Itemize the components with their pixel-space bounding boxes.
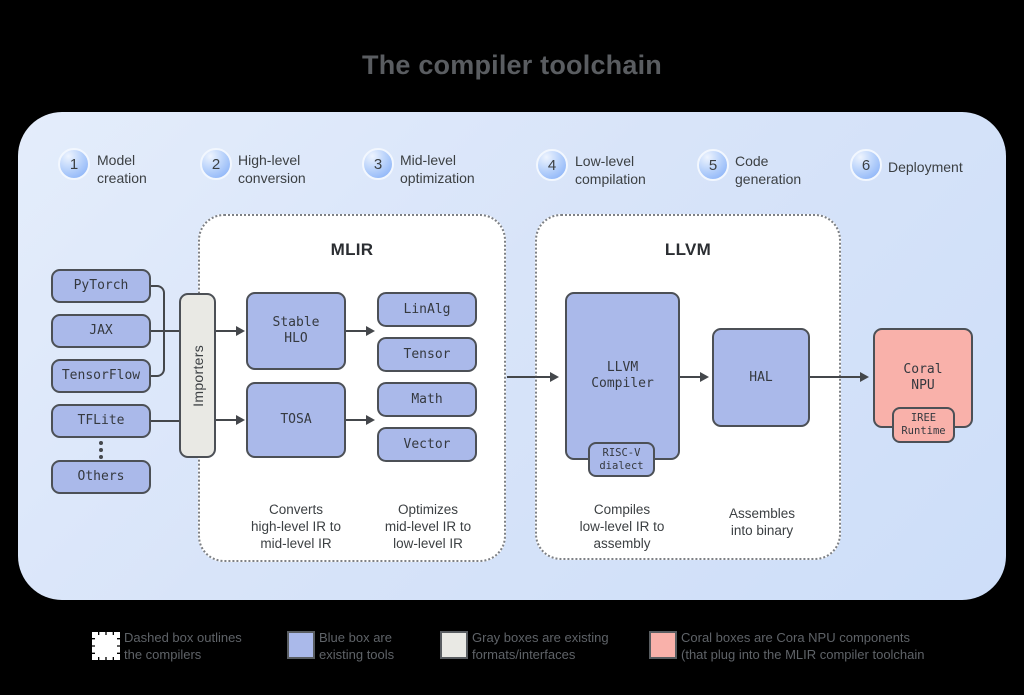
source-box-tflite: TFLite xyxy=(51,404,151,438)
dialect-box-linalg: LinAlg xyxy=(377,292,477,327)
legend-label-coral: Coral boxes are Cora NPU components (tha… xyxy=(681,630,925,662)
step-5-badge: 5 xyxy=(697,149,729,181)
mlir-caption-converts: Converts high-level IR to mid-level IR xyxy=(250,502,342,551)
stablehlo-to-dialects-arrowhead xyxy=(366,326,375,336)
riscv-dialect-box: RISC-V dialect xyxy=(588,442,655,477)
ellipsis-dot xyxy=(99,455,103,459)
step-6-label: Deployment xyxy=(888,159,963,175)
legend-swatch-dashed xyxy=(92,632,120,660)
tflite-to-importers-line xyxy=(151,420,179,422)
compiler-to-hal-arrowhead xyxy=(700,372,709,382)
dialect-box-math: Math xyxy=(377,382,477,417)
mlir-title: MLIR xyxy=(330,240,374,259)
importers-to-stablehlo-arrowhead xyxy=(236,326,245,336)
llvm-title: LLVM xyxy=(664,240,712,259)
llvm-caption-assembles: Assembles into binary xyxy=(728,506,796,538)
importers-to-tosa-arrowhead xyxy=(236,415,245,425)
mlir-caption-optimizes: Optimizes mid-level IR to low-level IR xyxy=(384,502,472,551)
page-title: The compiler toolchain xyxy=(362,50,662,80)
legend-swatch-gray xyxy=(440,631,468,659)
llvm-compiler-box: LLVM Compiler xyxy=(565,292,680,460)
dialect-box-tensor: Tensor xyxy=(377,337,477,372)
step-4-badge: 4 xyxy=(536,149,568,181)
jax-to-importers-line xyxy=(151,330,179,332)
step-3-label: Mid-level optimization xyxy=(400,152,475,186)
iree-runtime-box: IREE Runtime xyxy=(892,407,955,443)
step-4-label: Low-level compilation xyxy=(575,153,646,187)
tosa-to-dialects-line xyxy=(346,419,366,421)
step-1-badge: 1 xyxy=(58,148,90,180)
source-box-others: Others xyxy=(51,460,151,494)
ellipsis-dot xyxy=(99,448,103,452)
step-6-badge: 6 xyxy=(850,149,882,181)
compiler-to-hal-line xyxy=(680,376,700,378)
dialect-box-vector: Vector xyxy=(377,427,477,462)
tosa-to-dialects-arrowhead xyxy=(366,415,375,425)
importers-box: Importers xyxy=(179,293,216,458)
importers-to-stablehlo-line xyxy=(216,330,236,332)
stablehlo-to-dialects-line xyxy=(346,330,366,332)
step-5-label: Code generation xyxy=(735,153,802,187)
mlir-to-llvm-arrowhead xyxy=(550,372,559,382)
stable-hlo-box: Stable HLO xyxy=(246,292,346,370)
llvm-caption-compiles: Compiles low-level IR to assembly xyxy=(579,502,665,551)
step-2-badge: 2 xyxy=(200,148,232,180)
source-box-jax: JAX xyxy=(51,314,151,348)
legend-swatch-blue xyxy=(287,631,315,659)
legend-label-blue: Blue box are existing tools xyxy=(319,630,395,662)
legend-label-gray: Gray boxes are existing formats/interfac… xyxy=(472,630,609,662)
hal-to-coral-line xyxy=(810,376,860,378)
step-2-label: High-level conversion xyxy=(238,152,306,186)
importers-label: Importers xyxy=(189,344,206,407)
hal-to-coral-arrowhead xyxy=(860,372,869,382)
mlir-to-llvm-line xyxy=(507,376,550,378)
ellipsis-dot xyxy=(99,441,103,445)
tosa-box: TOSA xyxy=(246,382,346,458)
step-1-label: Model creation xyxy=(97,152,147,186)
legend-label-dashed: Dashed box outlines the compilers xyxy=(124,630,242,662)
source-box-pytorch: PyTorch xyxy=(51,269,151,303)
coral-npu-box: Coral NPU xyxy=(873,328,973,428)
hal-box: HAL xyxy=(712,328,810,427)
source-box-tensorflow: TensorFlow xyxy=(51,359,151,393)
importers-to-tosa-line xyxy=(216,419,236,421)
legend-swatch-coral xyxy=(649,631,677,659)
step-3-badge: 3 xyxy=(362,148,394,180)
